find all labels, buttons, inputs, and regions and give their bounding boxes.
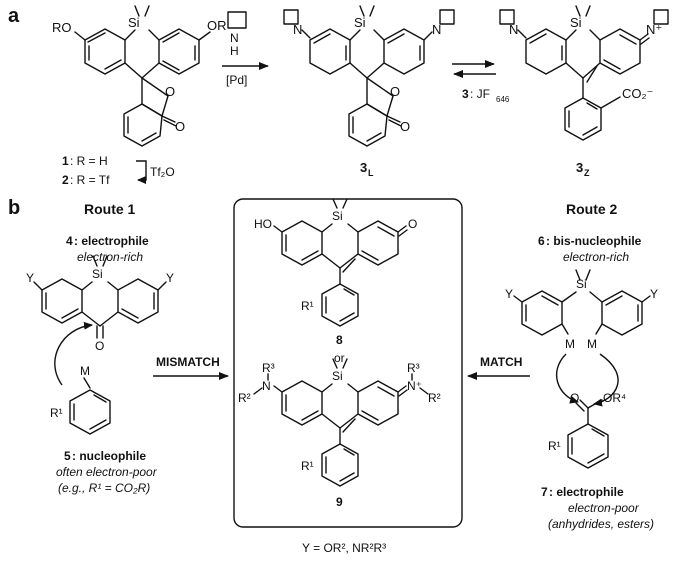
mismatch-label: MISMATCH (156, 355, 220, 369)
product-9-r1: R¹ (301, 459, 314, 473)
azetidine-structure (227, 11, 247, 29)
c3L-o-ring: O (390, 84, 400, 99)
route2-bottom-eg: (anhydrides, esters) (548, 517, 654, 531)
route1-y-left: Y (26, 271, 34, 285)
route1-top-num: 4 (66, 234, 73, 248)
y-definition-footnote: Y = OR², NR²R³ (302, 541, 386, 555)
azetidine-h: H (230, 44, 239, 58)
c3L-o-carbonyl: O (400, 119, 410, 134)
sm-or-right: OR (207, 18, 227, 33)
route2-attack-arrow-right (593, 353, 619, 407)
route1-bottom-role: : nucleophile (72, 449, 146, 463)
route1-electrophile-structure (33, 255, 167, 339)
product-8-o: O (408, 217, 417, 231)
compound-3L-label: 3 (360, 160, 367, 175)
route2-top-num: 6 (538, 234, 545, 248)
starting-material-structure (74, 5, 211, 147)
route1-top-role: : electrophile (74, 234, 149, 248)
route1-bottom-num: 5 (64, 449, 71, 463)
route1-title: Route 1 (84, 201, 136, 217)
eq-jf-text: : JF (470, 87, 490, 101)
product-8-structure (273, 198, 408, 327)
compound-1-label: 1 (62, 154, 69, 168)
c3Z-n-left: N (509, 22, 518, 37)
product-8-ho: HO (254, 217, 272, 231)
route2-attack-arrow-left (555, 353, 579, 404)
c3L-si: Si (354, 15, 366, 30)
route2-bottom-role: : electrophile (549, 485, 624, 499)
compound-3Z-structure (499, 5, 669, 141)
c3Z-si: Si (570, 15, 582, 30)
route2-si: Si (576, 277, 587, 291)
match-label: MATCH (480, 355, 522, 369)
c3L-n-left: N (293, 22, 302, 37)
product-box (233, 198, 463, 528)
or-text: or (334, 351, 345, 365)
eq-jf-sub: 646 (496, 95, 510, 104)
eq-compound-num: 3 (462, 87, 469, 101)
product-9-n-left: N (262, 379, 271, 393)
route2-y-right: Y (650, 287, 658, 301)
route1-o: O (95, 339, 104, 353)
route1-r1: R¹ (50, 406, 63, 420)
c3L-n-right: N (432, 22, 441, 37)
product-9-si: Si (332, 369, 343, 383)
tf2o-label: Tf₂O (150, 165, 175, 179)
azetidine-n: N (230, 31, 239, 45)
compound-2-label: 2 (62, 173, 69, 187)
compound-2-text: : R = Tf (70, 173, 110, 187)
route2-bottom-num: 7 (541, 485, 548, 499)
route1-bottom-desc: often electron-poor (56, 465, 158, 479)
route2-top-role: : bis-nucleophile (546, 234, 642, 248)
route2-bottom-desc: electron-poor (568, 501, 640, 515)
route2-electrophile-structure (567, 399, 609, 469)
product-9-n-plus: N⁺ (407, 379, 422, 393)
compound-3Z-sub: Z (584, 168, 590, 178)
route1-y-right: Y (166, 271, 174, 285)
route2-y-left: Y (505, 287, 513, 301)
route1-si: Si (92, 267, 103, 281)
route1-m: M (80, 364, 90, 378)
tf2o-arrow (136, 160, 147, 184)
route2-m-left: M (565, 337, 575, 351)
panel-b-label: b (8, 197, 20, 219)
panel-a-label: a (8, 5, 20, 27)
sm-or-left: RO (52, 20, 72, 35)
route2-or4: OR⁴ (603, 391, 626, 405)
compound-3Z-label: 3 (576, 160, 583, 175)
route1-top-desc: electron-rich (77, 250, 143, 264)
product-9-r3-left: R³ (262, 361, 275, 375)
product-9-structure (253, 358, 429, 487)
route2-top-desc: electron-rich (563, 250, 629, 264)
compound-3L-sub: L (368, 168, 374, 178)
route1-nucleophile-structure (69, 377, 111, 435)
route2-o: O (570, 391, 579, 405)
sm-o-ring: O (165, 84, 175, 99)
product-9-label: 9 (336, 495, 343, 509)
product-9-r2-right: R² (428, 391, 441, 405)
product-8-si: Si (332, 209, 343, 223)
c3Z-n-plus: N⁺ (646, 22, 662, 37)
compound-1-text: : R = H (70, 154, 108, 168)
product-9-r2-left: R² (238, 391, 251, 405)
route2-m-right: M (587, 337, 597, 351)
pd-label: [Pd] (226, 73, 247, 87)
product-8-r1: R¹ (301, 299, 314, 313)
sm-si: Si (128, 15, 140, 30)
route1-attack-arrow (54, 321, 93, 386)
route1-bottom-eg: (e.g., R¹ = CO₂R) (58, 481, 150, 495)
compound-3L-structure (283, 5, 455, 147)
c3Z-co2: CO₂⁻ (622, 86, 653, 101)
route2-title: Route 2 (566, 201, 618, 217)
product-9-r3-right: R³ (407, 361, 420, 375)
route2-bisnucleophile-structure (513, 269, 651, 336)
route2-r1: R¹ (548, 439, 561, 453)
sm-o-carbonyl: O (175, 119, 185, 134)
product-8-label: 8 (336, 333, 343, 347)
